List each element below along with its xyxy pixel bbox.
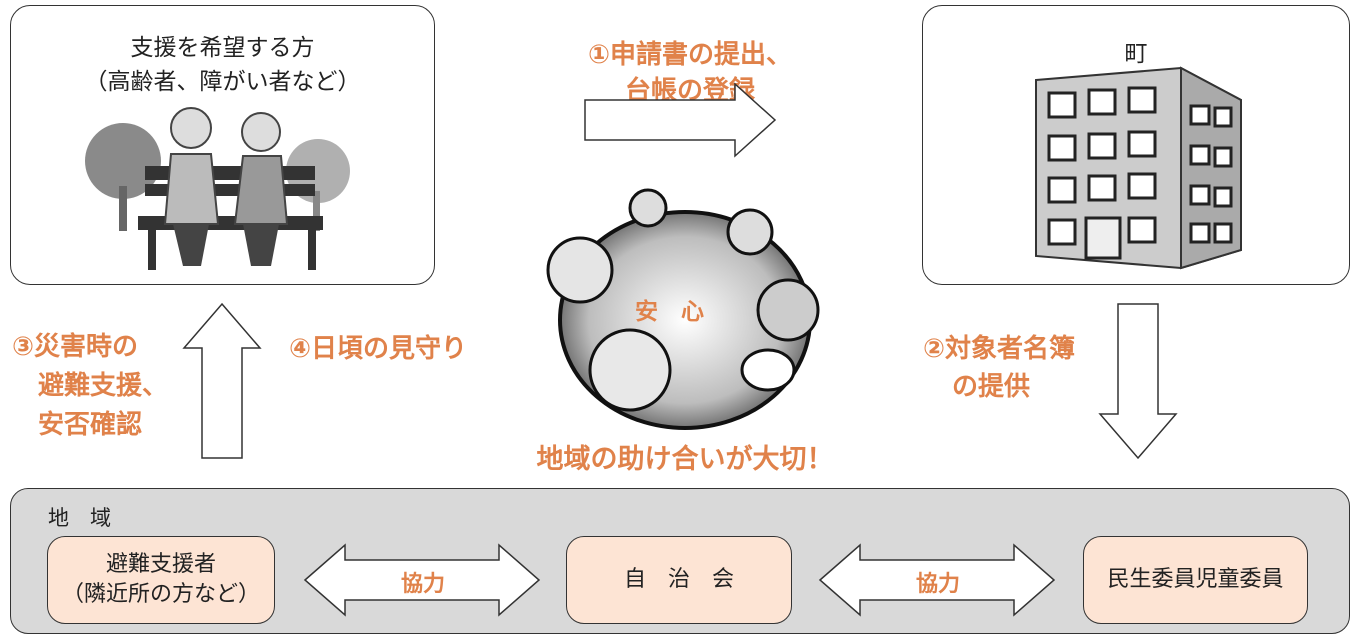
minsei-iin-label: 民生委員児童委員 (1107, 567, 1284, 592)
cooperation-label-1: 協力 (400, 572, 445, 597)
jichikai-label: 自 治 会 (623, 567, 734, 592)
supporter-title-line1: 支援を希望する方 (130, 35, 315, 61)
step2-label-line1: ②対象者名簿 (923, 334, 1076, 364)
evacuation-supporter-box: 避難支援者 （隣近所の方など） (47, 536, 275, 624)
evacuation-supporter-line1: 避難支援者 (105, 552, 216, 577)
step1-label-line1: ①申請書の提出、 (587, 40, 792, 70)
minsei-iin-box: 民生委員児童委員 (1083, 536, 1308, 624)
supporter-title-line2: （高齢者、障がい者など） (84, 69, 361, 95)
step3-label-line1: ③災害時の (12, 332, 139, 362)
town-box: 町 (922, 5, 1350, 285)
elderly-couple-illustration (85, 107, 350, 270)
double-arrow-left-icon (303, 543, 541, 617)
supporter-box: 支援を希望する方 （高齢者、障がい者など） (10, 5, 435, 285)
jichikai-box: 自 治 会 (566, 536, 792, 624)
anshin-label: 安 心 (635, 299, 704, 325)
evacuation-supporter-line2: （隣近所の方など） (61, 582, 260, 607)
town-label: 町 (1124, 41, 1148, 67)
community-label: 地 域 (48, 506, 111, 530)
arrow-up-icon (182, 302, 262, 459)
double-arrow-right-icon (818, 543, 1056, 617)
step3-label-line2: 避難支援、 (38, 371, 169, 401)
step2-label-line2: の提供 (952, 372, 1031, 402)
step4-label: ④日頃の見守り (289, 334, 468, 364)
arrow-right-icon (584, 82, 777, 158)
slogan-text: 地域の助け合いが大切！ (536, 444, 834, 475)
step3-label-line3: 安否確認 (38, 410, 143, 440)
cooperation-label-2: 協力 (915, 572, 960, 597)
community-circle-illustration (546, 188, 820, 430)
arrow-down-icon (1098, 303, 1178, 460)
town-hall-building-icon (1035, 66, 1242, 270)
